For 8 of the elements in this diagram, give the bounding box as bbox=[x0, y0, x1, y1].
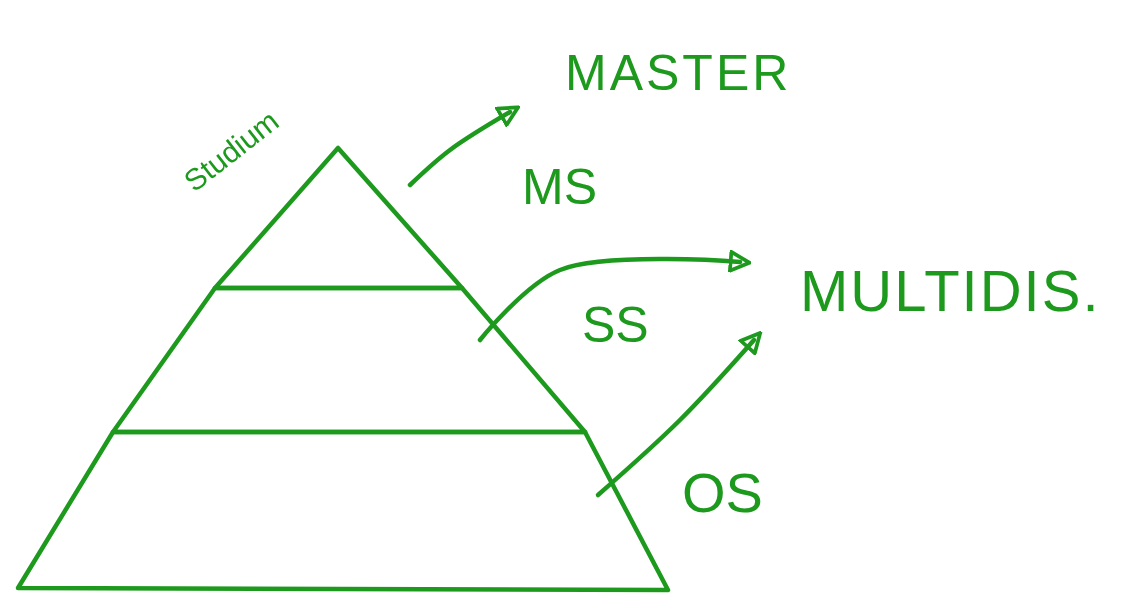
tier-label: SS bbox=[582, 300, 649, 350]
arrow bbox=[477, 250, 752, 343]
heading-text: MASTER bbox=[565, 48, 792, 98]
arrow bbox=[595, 331, 763, 498]
tier-label: MS bbox=[522, 162, 597, 212]
arrow bbox=[407, 105, 520, 188]
tier-label: OS bbox=[682, 465, 763, 521]
heading-text: MULTIDIS. bbox=[800, 262, 1101, 320]
